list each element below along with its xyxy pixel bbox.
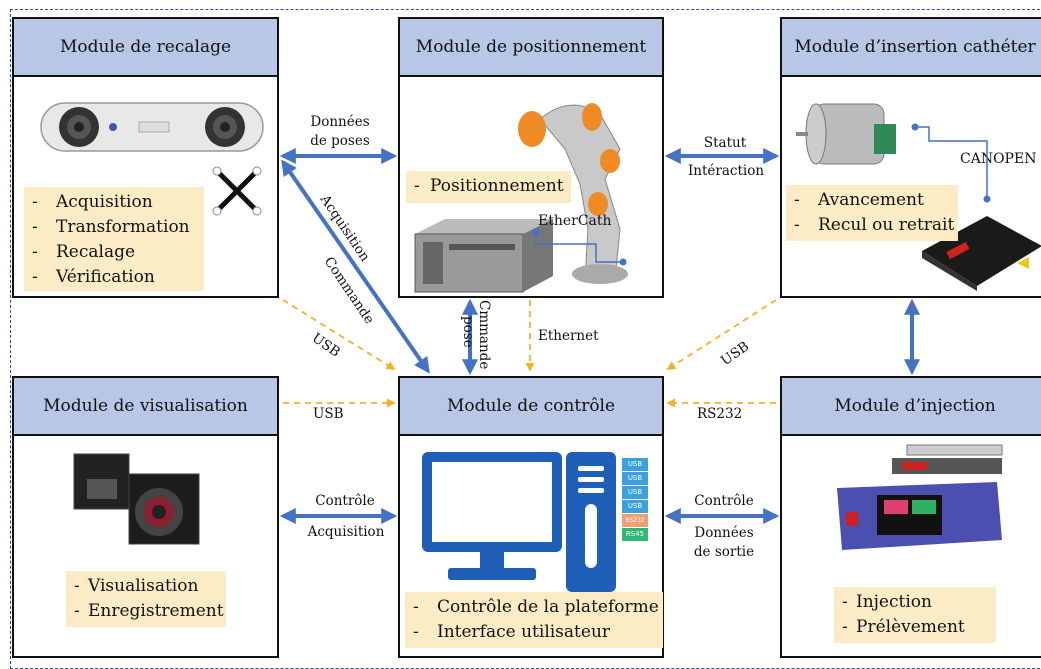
controle-item: Contrôle de la plateforme xyxy=(437,597,659,617)
module-visualisation: Module de visualisation -Visualisation -… xyxy=(12,376,279,658)
port-rs232: RS232 xyxy=(622,514,648,527)
port-usb: USB xyxy=(622,472,648,485)
visualisation-item: Enregistrement xyxy=(88,601,224,621)
positionnement-item: Positionnement xyxy=(430,176,564,196)
ethercath-link xyxy=(532,228,627,266)
injection-item: Injection xyxy=(856,592,932,612)
module-insertion: Module d’insertion cathéter CANOPEN -Ava… xyxy=(780,17,1041,298)
label-donnees-poses: Données de poses xyxy=(300,113,380,151)
port-usb: USB xyxy=(622,486,648,499)
insertion-item: Avancement xyxy=(818,190,924,210)
computer-icon xyxy=(422,452,616,592)
label-controle-left: Contrôle xyxy=(315,493,375,509)
label-acquisition-left: Acquisition xyxy=(307,524,385,540)
label-line: Données xyxy=(310,114,370,130)
tracking-camera-image xyxy=(40,102,264,152)
visualisation-functions: -Visualisation -Enregistrement xyxy=(66,571,226,627)
port-list: USB USB USB USB RS232 RS45 xyxy=(622,458,648,541)
module-positionnement: Module de positionnement EtherCath -Posi… xyxy=(398,17,664,298)
controle-functions: -Contrôle de la plateforme -Interface ut… xyxy=(405,592,663,648)
module-recalage: Module de recalage -Acquisition -Transfo… xyxy=(12,17,279,298)
canopen-label: CANOPEN xyxy=(960,151,1037,167)
ethercath-label: EtherCath xyxy=(538,213,612,229)
visualisation-item: Visualisation xyxy=(88,576,199,596)
insertion-item: Recul ou retrait xyxy=(818,215,955,235)
robot-arm-image xyxy=(518,103,628,284)
module-injection-title: Module d’injection xyxy=(782,378,1041,436)
camera-image xyxy=(73,453,200,545)
port-usb: USB xyxy=(622,500,648,513)
label-line: Données xyxy=(694,525,754,541)
injection-item: Prélèvement xyxy=(856,617,965,637)
recalage-functions: -Acquisition -Transformation -Recalage -… xyxy=(24,187,204,291)
label-rs232: RS232 xyxy=(697,406,743,422)
label-line: de poses xyxy=(310,133,370,149)
positionnement-functions: -Positionnement xyxy=(406,171,571,203)
module-recalage-title: Module de recalage xyxy=(14,19,277,77)
label-interaction: Intéraction xyxy=(687,163,765,179)
module-insertion-title: Module d’insertion cathéter xyxy=(782,19,1041,77)
recalage-item: Transformation xyxy=(56,217,190,237)
module-visualisation-title: Module de visualisation xyxy=(14,378,277,436)
label-line: de sortie xyxy=(693,544,755,560)
motor-driver-image xyxy=(922,216,1041,291)
injection-functions: -Injection -Prélèvement xyxy=(834,587,996,643)
motor-image xyxy=(796,103,896,165)
label-controle-right: Contrôle xyxy=(694,493,754,509)
module-controle-title: Module de contrôle xyxy=(400,378,662,436)
recalage-item: Recalage xyxy=(56,242,136,262)
syringe-pump-image xyxy=(837,444,1003,550)
label-donnees-sortie: Données de sortie xyxy=(684,524,764,562)
port-rs45: RS45 xyxy=(622,528,648,541)
label-pose: pose xyxy=(460,316,476,348)
marker-tool-image xyxy=(212,166,262,216)
label-ethernet: Ethernet xyxy=(538,328,599,344)
robot-controller-image xyxy=(414,219,553,293)
insertion-functions: -Avancement -Recul ou retrait xyxy=(786,185,958,241)
module-controle: Module de contrôle USB USB USB USB RS232… xyxy=(398,376,664,658)
module-injection: Module d’injection -Injection -Prélèveme… xyxy=(780,376,1041,658)
recalage-item: Acquisition xyxy=(56,192,153,212)
label-statut: Statut xyxy=(703,135,747,151)
module-positionnement-title: Module de positionnement xyxy=(400,19,662,77)
controle-item: Interface utilisateur xyxy=(437,622,611,642)
port-usb: USB xyxy=(622,458,648,471)
canopen-link xyxy=(911,123,991,203)
label-usb-mid: USB xyxy=(313,406,344,422)
label-cmmande: Cmmande xyxy=(476,300,492,370)
recalage-item: Vérification xyxy=(56,267,155,287)
